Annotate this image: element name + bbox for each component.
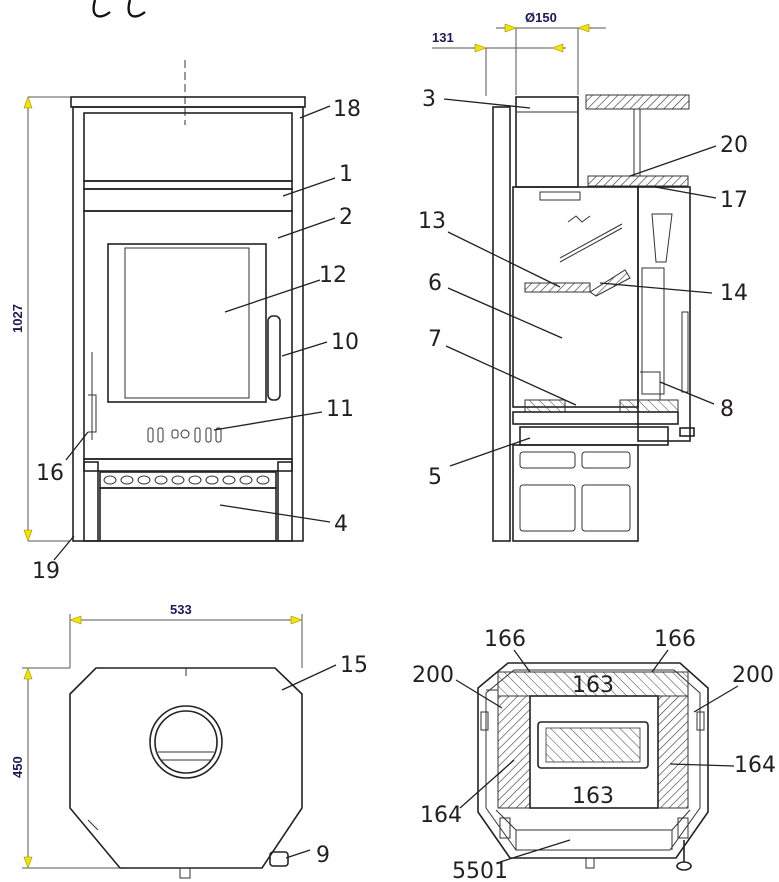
side-labels: 3 20 17 13 14 6 7 8 5 xyxy=(418,87,748,490)
air-slots xyxy=(147,427,222,443)
adjustable-foot-9 xyxy=(269,851,289,867)
label-9: 9 xyxy=(316,843,330,868)
label-10: 10 xyxy=(331,330,359,355)
label-5: 3 xyxy=(422,87,436,112)
section-grate xyxy=(537,721,649,769)
front-window-glass xyxy=(107,243,267,403)
front-grate-vents xyxy=(99,471,277,489)
label-5501: 5501 xyxy=(452,859,508,882)
label-8: 8 xyxy=(720,397,734,422)
section-outer-shell xyxy=(477,662,709,859)
label-163-bottom: 163 xyxy=(572,784,614,809)
front-top-compartment xyxy=(83,112,293,182)
front-view xyxy=(70,0,306,542)
top-labels: 15 9 xyxy=(281,653,368,868)
width-dimension-text: 533 xyxy=(170,602,192,617)
label-200-left: 200 xyxy=(412,663,454,688)
label-164-left: 164 xyxy=(420,803,462,828)
label-14: 14 xyxy=(720,281,748,306)
label-166-left: 166 xyxy=(484,627,526,652)
label-7: 7 xyxy=(428,327,442,352)
top-flue-collar xyxy=(149,705,223,779)
label-2: 2 xyxy=(339,205,353,230)
section-labels: 166 166 163 163 200 200 164 164 5501 xyxy=(412,627,776,882)
height-dimension-text: 1027 xyxy=(10,304,25,333)
flue-diameter-text: Ø150 xyxy=(525,10,557,25)
side-back-wall xyxy=(492,106,511,542)
section-firebed xyxy=(529,695,659,809)
side-cover-plate xyxy=(587,175,689,187)
side-base xyxy=(512,444,639,542)
label-6: 6 xyxy=(428,271,442,296)
section-left-brick-164 xyxy=(497,695,531,809)
front-labels: 18 1 2 12 10 11 4 16 19 xyxy=(32,97,361,584)
door-handle-10 xyxy=(267,315,281,401)
label-17: 17 xyxy=(720,188,748,213)
side-ash-pan xyxy=(519,426,669,446)
label-163-top: 163 xyxy=(572,673,614,698)
label-13: 13 xyxy=(418,209,446,234)
label-3: 5 xyxy=(428,465,442,490)
depth-dimension-text: 450 xyxy=(10,756,25,778)
label-164-right: 164 xyxy=(734,753,776,778)
section-view xyxy=(477,662,709,871)
chimney-offset-text: 131 xyxy=(432,30,454,45)
label-15: 15 xyxy=(340,653,368,678)
label-19: 19 xyxy=(32,559,60,584)
top-outline xyxy=(69,667,303,869)
section-right-brick-164 xyxy=(657,695,689,809)
label-4: 4 xyxy=(334,512,348,537)
side-baffle-13 xyxy=(524,282,591,293)
side-top-stone xyxy=(585,94,690,110)
flue-dimensions: Ø150 131 xyxy=(432,10,606,96)
height-dimension: 1027 xyxy=(10,96,70,542)
label-12: 12 xyxy=(319,263,347,288)
label-18: 18 xyxy=(333,97,361,122)
front-ash-drawer xyxy=(99,487,277,542)
side-flue-pipe xyxy=(515,96,579,188)
label-200-right: 200 xyxy=(732,663,774,688)
side-door-frame xyxy=(637,186,691,442)
label-16: 16 xyxy=(36,461,64,486)
front-top-plate xyxy=(70,96,306,108)
label-20: 20 xyxy=(720,133,748,158)
top-view: 533 450 xyxy=(10,602,303,879)
label-1: 1 xyxy=(339,162,353,187)
label-11: 11 xyxy=(326,397,354,422)
label-166-right: 166 xyxy=(654,627,696,652)
side-firebox xyxy=(512,186,639,408)
side-view xyxy=(492,94,695,542)
